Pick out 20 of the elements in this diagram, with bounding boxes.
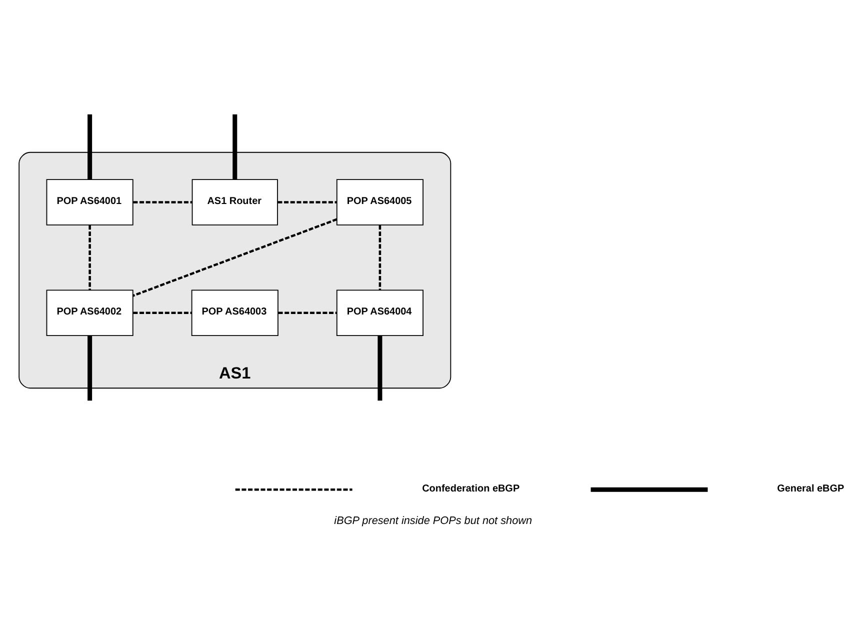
- caption: iBGP present inside POPs but not shown: [334, 514, 532, 526]
- legend-label: General eBGP: [777, 482, 844, 494]
- node-box: POP AS64002: [46, 289, 134, 336]
- connector: [133, 311, 192, 314]
- connector: [88, 114, 92, 179]
- node-box: POP AS64001: [46, 178, 134, 225]
- connector: [378, 224, 382, 290]
- connector: [88, 224, 91, 290]
- node-box: POP AS64005: [336, 178, 424, 225]
- connector: [133, 200, 192, 203]
- connector: [132, 218, 338, 296]
- node-box: AS1 Router: [192, 178, 278, 225]
- connector: [88, 335, 92, 400]
- connector: [378, 335, 382, 400]
- node-box: POP AS64004: [336, 289, 424, 336]
- node-box: POP AS64003: [191, 289, 278, 336]
- connector: [278, 200, 337, 203]
- legend-label: Confederation eBGP: [422, 482, 520, 494]
- connector: [278, 311, 337, 314]
- connector: [232, 114, 238, 179]
